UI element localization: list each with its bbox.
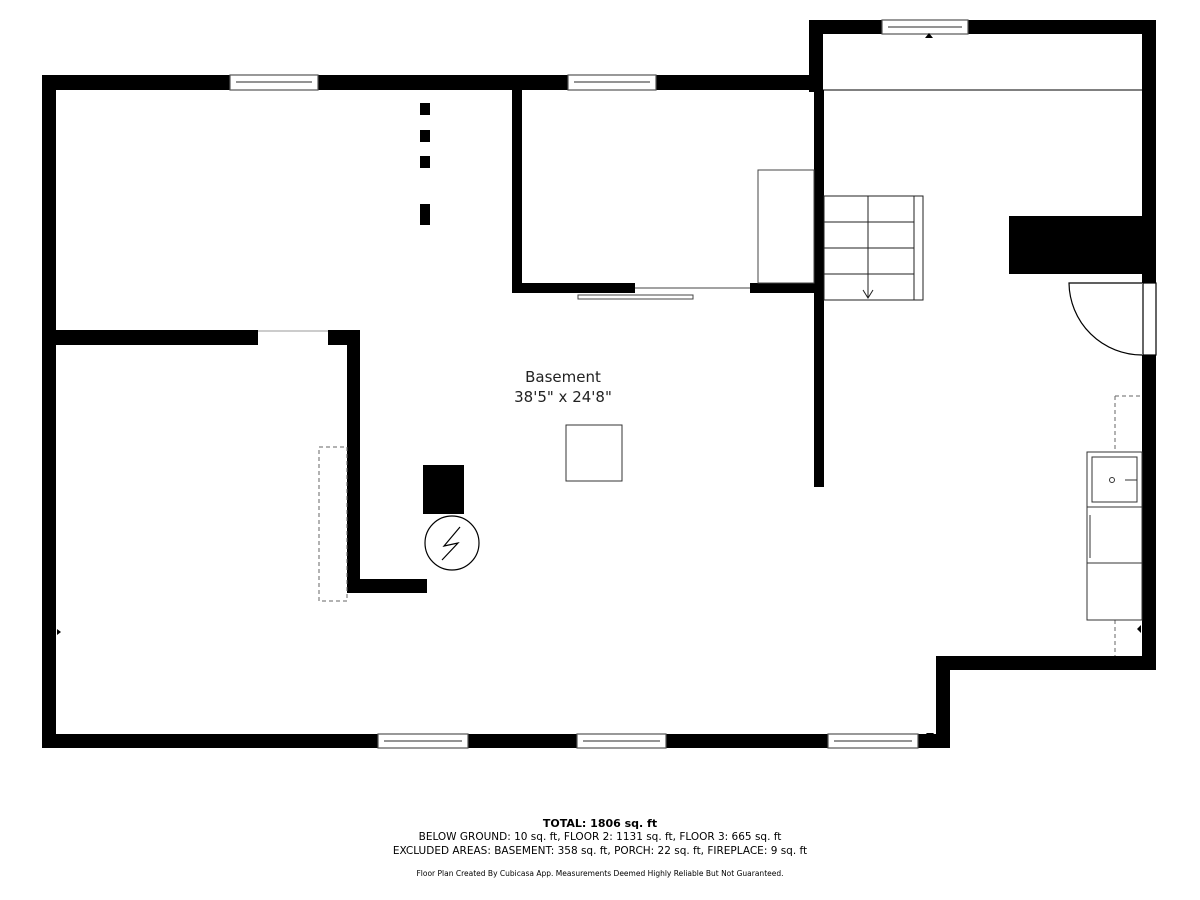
post bbox=[420, 103, 430, 115]
room-dimensions: 38'5" x 24'8" bbox=[514, 388, 612, 406]
wall-center-divider bbox=[814, 90, 824, 487]
wall-step-vertical bbox=[936, 656, 950, 748]
appliance bbox=[1086, 506, 1143, 621]
shelf bbox=[318, 446, 348, 602]
table bbox=[565, 424, 623, 482]
wall-top-right bbox=[809, 20, 1156, 34]
furnace bbox=[423, 465, 464, 514]
total-area: TOTAL: 1806 sq. ft bbox=[542, 817, 658, 830]
window bbox=[377, 733, 469, 749]
water-heater-icon bbox=[424, 515, 480, 571]
excluded-areas: EXCLUDED AREAS: BASEMENT: 358 sq. ft, PO… bbox=[392, 845, 808, 857]
wall-room-bottom-a bbox=[512, 283, 635, 293]
post bbox=[420, 204, 430, 225]
post bbox=[420, 130, 430, 142]
window bbox=[567, 74, 657, 91]
window bbox=[827, 733, 919, 749]
cabinet bbox=[757, 169, 815, 284]
entry-marker-icon bbox=[1137, 625, 1141, 633]
disclaimer: Floor Plan Created By Cubicasa App. Meas… bbox=[416, 869, 784, 878]
wall-left-room-bottom bbox=[347, 579, 427, 593]
sink bbox=[1086, 451, 1143, 508]
fireplace bbox=[1009, 216, 1148, 274]
wall-right-lower bbox=[1142, 355, 1156, 670]
room-name: Basement bbox=[525, 368, 601, 386]
wall-left bbox=[42, 75, 56, 748]
wall-room-bottom-b bbox=[750, 283, 815, 293]
wall-left-room-top-a bbox=[42, 330, 258, 345]
wall-room-left bbox=[512, 90, 522, 293]
stairs bbox=[823, 195, 924, 301]
wall-step bbox=[936, 656, 1156, 670]
window bbox=[881, 19, 969, 35]
entry-marker-icon bbox=[57, 629, 61, 635]
stair-arrow-icon bbox=[862, 289, 874, 299]
floor-areas: BELOW GROUND: 10 sq. ft, FLOOR 2: 1131 s… bbox=[418, 831, 782, 843]
sliding-door bbox=[577, 287, 750, 300]
wall-top-left bbox=[42, 75, 823, 90]
entry-marker-icon bbox=[926, 733, 934, 738]
windows bbox=[229, 19, 969, 749]
post bbox=[420, 156, 430, 168]
door-swing bbox=[1068, 282, 1157, 356]
window bbox=[576, 733, 667, 749]
wall-bottom bbox=[42, 734, 950, 748]
wall-right-section-left bbox=[809, 20, 823, 92]
entry-marker-icon bbox=[925, 33, 933, 38]
wall-left-room-right bbox=[347, 330, 360, 593]
window bbox=[229, 74, 319, 91]
